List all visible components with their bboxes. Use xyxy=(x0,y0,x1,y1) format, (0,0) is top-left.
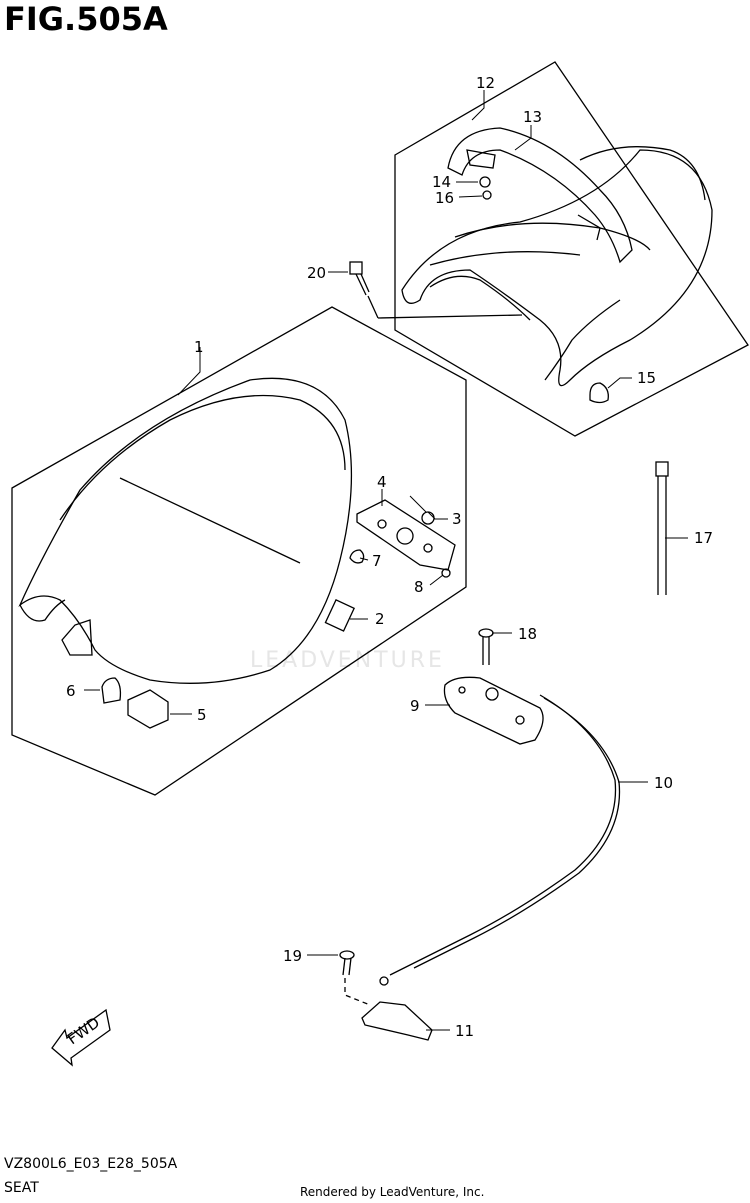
figure-code: VZ800L6_E03_E28_505A xyxy=(4,1156,178,1172)
seat-lock-9[interactable] xyxy=(443,676,544,745)
bolt-20-guide-2 xyxy=(377,314,523,319)
callout-13[interactable]: 13 xyxy=(523,108,542,126)
nut-8[interactable] xyxy=(441,568,451,578)
callout-14[interactable]: 14 xyxy=(432,173,451,191)
grab-rail[interactable] xyxy=(447,127,633,264)
callout-8[interactable]: 8 xyxy=(414,578,424,596)
group-box-12 xyxy=(394,61,749,437)
group-box-1 xyxy=(11,306,467,796)
leader-lines xyxy=(84,90,688,1031)
callout-16[interactable]: 16 xyxy=(435,189,454,207)
callout-19[interactable]: 19 xyxy=(283,947,302,965)
callout-7[interactable]: 7 xyxy=(372,552,382,570)
callout-15[interactable]: 15 xyxy=(637,369,656,387)
cushion-6[interactable] xyxy=(101,677,122,704)
pillion-seat[interactable] xyxy=(401,146,713,387)
rendered-by: Rendered by LeadVenture, Inc. xyxy=(300,1185,485,1199)
bracket-11[interactable] xyxy=(361,1001,433,1041)
callout-10[interactable]: 10 xyxy=(654,774,673,792)
bolt-20[interactable] xyxy=(349,261,370,296)
screw-19[interactable] xyxy=(339,950,355,976)
seat-lock-cable-10[interactable] xyxy=(389,694,617,976)
grommet-3[interactable] xyxy=(421,511,435,525)
cable-end xyxy=(379,976,389,986)
nut-16[interactable] xyxy=(482,190,492,200)
main-seat[interactable] xyxy=(18,377,353,684)
screw-18[interactable] xyxy=(478,628,494,665)
callout-1[interactable]: 1 xyxy=(194,338,204,356)
callout-4[interactable]: 4 xyxy=(377,473,387,491)
cushion-5[interactable] xyxy=(127,689,169,729)
figure-name: SEAT xyxy=(4,1180,39,1196)
bolt-20-guide xyxy=(367,295,379,319)
watermark-text: LEADVENTURE xyxy=(250,648,445,673)
clip-2[interactable] xyxy=(324,599,355,632)
callouts: 12 13 14 16 20 15 1 4 3 7 8 2 17 18 9 10… xyxy=(66,74,713,1040)
fwd-arrow: FWD xyxy=(51,1008,111,1067)
callout-12[interactable]: 12 xyxy=(476,74,495,92)
callout-5[interactable]: 5 xyxy=(197,706,207,724)
figure-title: FIG.505A xyxy=(4,0,168,38)
tie-band-17[interactable] xyxy=(655,461,669,595)
cushion-7[interactable] xyxy=(349,549,365,564)
cushion-15[interactable] xyxy=(589,382,609,404)
callout-17[interactable]: 17 xyxy=(694,529,713,547)
callout-11[interactable]: 11 xyxy=(455,1022,474,1040)
seat-lock-cable-10-b xyxy=(413,697,621,969)
callout-3[interactable]: 3 xyxy=(452,510,462,528)
screw-19-guide xyxy=(344,978,371,1006)
callout-18[interactable]: 18 xyxy=(518,625,537,643)
callout-6[interactable]: 6 xyxy=(66,682,76,700)
washer-14[interactable] xyxy=(479,176,491,188)
callout-20[interactable]: 20 xyxy=(307,264,326,282)
callout-9[interactable]: 9 xyxy=(410,697,420,715)
callout-2[interactable]: 2 xyxy=(375,610,385,628)
